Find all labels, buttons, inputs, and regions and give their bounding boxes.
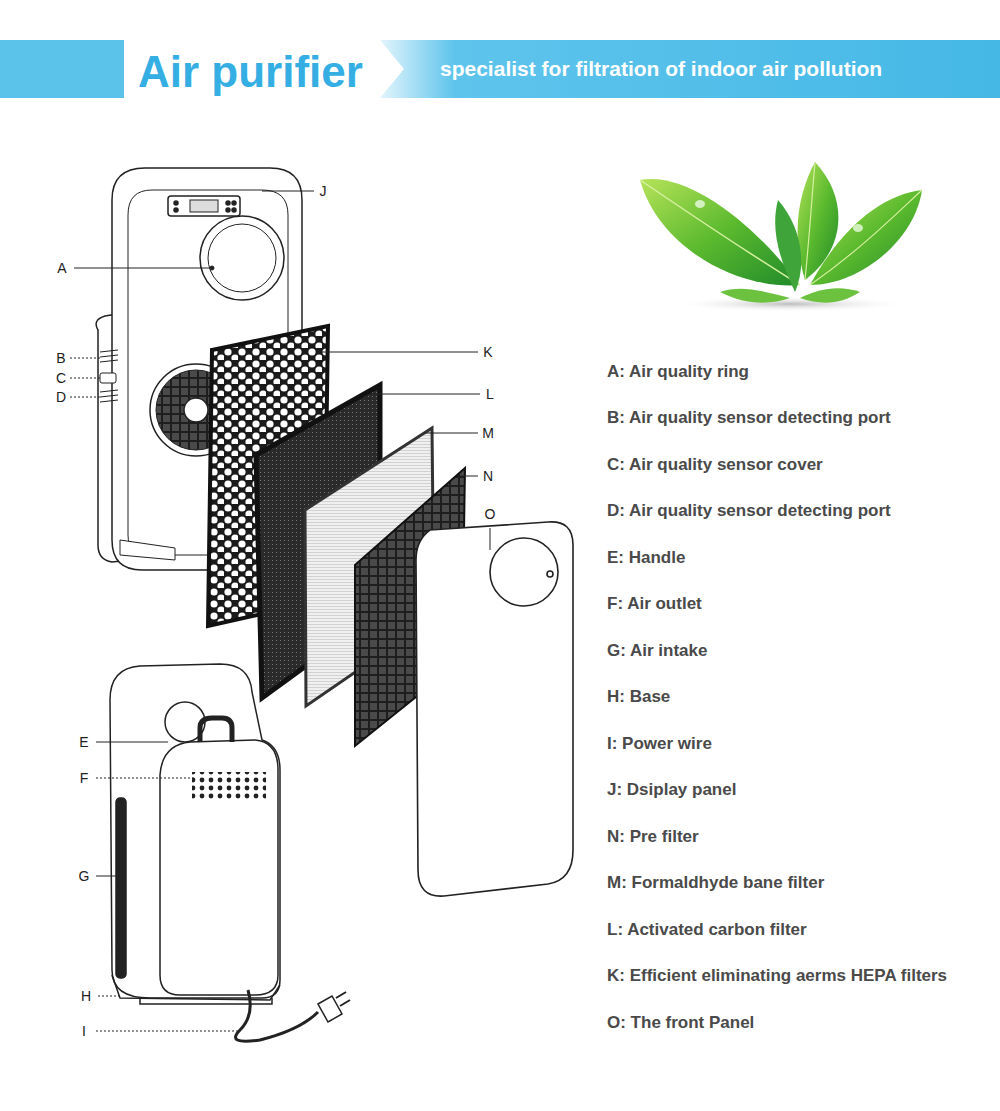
drawing-part bbox=[96, 742, 168, 743]
callout-letter: O bbox=[485, 506, 496, 523]
key-entry: B: Air quality sensor detecting port bbox=[607, 408, 891, 428]
drawing-part bbox=[70, 397, 100, 398]
key-entry: A: Air quality ring bbox=[607, 362, 749, 382]
drawing-part bbox=[96, 1031, 240, 1032]
drawing-part bbox=[120, 540, 175, 560]
leaf-graphic bbox=[640, 162, 922, 312]
front-panel bbox=[416, 522, 573, 896]
drawing-part bbox=[100, 350, 118, 352]
callout-letter: N bbox=[483, 468, 493, 485]
key-entry: K: Efficient eliminating aerms HEPA filt… bbox=[607, 966, 947, 986]
drawing-part bbox=[116, 798, 126, 978]
key-entry: G: Air intake bbox=[607, 641, 707, 661]
drawing-part bbox=[380, 40, 1000, 98]
drawing-part bbox=[810, 190, 922, 285]
drawing-part bbox=[370, 394, 480, 395]
drawing-part bbox=[200, 718, 232, 742]
leader-lines bbox=[70, 191, 490, 1031]
drawing-part bbox=[424, 433, 478, 434]
drawing-part bbox=[416, 522, 573, 896]
callout-letter: M bbox=[482, 425, 494, 442]
drawing-part bbox=[174, 208, 178, 212]
drawing-part bbox=[670, 296, 910, 312]
banner-subtitle: specialist for filtration of indoor air … bbox=[440, 56, 882, 81]
callout-letter: A bbox=[57, 260, 66, 277]
drawing-part bbox=[490, 538, 558, 606]
drawing-part bbox=[174, 201, 178, 205]
key-entry: I: Power wire bbox=[607, 734, 712, 754]
drawing-part bbox=[98, 996, 120, 997]
header-banner bbox=[0, 40, 1000, 98]
drawing-part bbox=[100, 395, 118, 397]
callout-letter: G bbox=[79, 868, 90, 885]
drawing-part bbox=[853, 224, 863, 232]
key-entry: L: Activated carbon filter bbox=[607, 920, 807, 940]
drawing-part bbox=[775, 200, 801, 292]
key-entry: M: Formaldhyde bane filter bbox=[607, 873, 824, 893]
drawing-part bbox=[460, 476, 478, 477]
drawing-part bbox=[805, 162, 815, 280]
callout-letter: B bbox=[56, 350, 65, 367]
drawing-part bbox=[226, 201, 230, 205]
drawing-part bbox=[70, 358, 100, 359]
drawing-part bbox=[190, 200, 218, 212]
drawing-part bbox=[210, 266, 214, 270]
callout-letter: K bbox=[483, 344, 492, 361]
callout-letter: I bbox=[82, 1023, 86, 1040]
drawing-part bbox=[490, 528, 491, 550]
drawing-part bbox=[800, 288, 860, 302]
drawing-part bbox=[100, 390, 118, 392]
drawing-part bbox=[70, 378, 100, 379]
page-title: Air purifier bbox=[138, 46, 363, 99]
drawing-part bbox=[100, 360, 118, 362]
drawing-part bbox=[236, 990, 319, 1041]
drawing-part bbox=[74, 268, 212, 269]
drawing-part bbox=[0, 40, 124, 98]
drawing-part bbox=[184, 398, 208, 422]
drawing-part bbox=[100, 355, 118, 357]
drawing-part bbox=[112, 975, 280, 1000]
key-entry: J: Dsiplay panel bbox=[607, 780, 736, 800]
drawing-part bbox=[720, 289, 790, 303]
drawing-part bbox=[192, 772, 266, 800]
key-entry: C: Air quality sensor cover bbox=[607, 455, 823, 475]
drawing-part bbox=[226, 208, 230, 212]
key-entry: E: Handle bbox=[607, 548, 685, 568]
callout-letter: H bbox=[81, 988, 91, 1005]
drawing-part bbox=[318, 996, 342, 1022]
drawing-part bbox=[547, 571, 553, 577]
drawing-part bbox=[208, 224, 276, 292]
drawing-part bbox=[232, 208, 236, 212]
drawing-part bbox=[262, 191, 314, 192]
drawing-part bbox=[340, 1000, 350, 1006]
key-entry: F: Air outlet bbox=[607, 594, 702, 614]
assembled-unit bbox=[110, 664, 350, 1041]
key-entry: O: The front Panel bbox=[607, 1013, 754, 1033]
drawing-part bbox=[100, 400, 118, 402]
callout-letter: F bbox=[80, 770, 89, 787]
key-entry: D: Air quality sensor detecting port bbox=[607, 501, 891, 521]
key-entry: N: Pre filter bbox=[607, 827, 699, 847]
drawing-part bbox=[336, 992, 346, 998]
callout-letter: E bbox=[79, 734, 88, 751]
callout-letter: L bbox=[486, 386, 494, 403]
key-entry: H: Base bbox=[607, 687, 670, 707]
drawing-part bbox=[695, 200, 705, 208]
drawing-part bbox=[232, 201, 236, 205]
drawing-part bbox=[168, 196, 240, 216]
drawing-part bbox=[110, 664, 280, 998]
callout-letter: J bbox=[320, 183, 327, 200]
drawing-part bbox=[96, 778, 194, 779]
drawing-part bbox=[322, 352, 478, 353]
drawing-part bbox=[810, 190, 922, 285]
callout-letter: D bbox=[56, 389, 66, 406]
drawing-part bbox=[100, 373, 116, 383]
drawing-part bbox=[96, 876, 116, 877]
drawing-part bbox=[200, 216, 284, 300]
drawing-part bbox=[140, 998, 272, 1004]
callout-letter: C bbox=[56, 370, 66, 387]
